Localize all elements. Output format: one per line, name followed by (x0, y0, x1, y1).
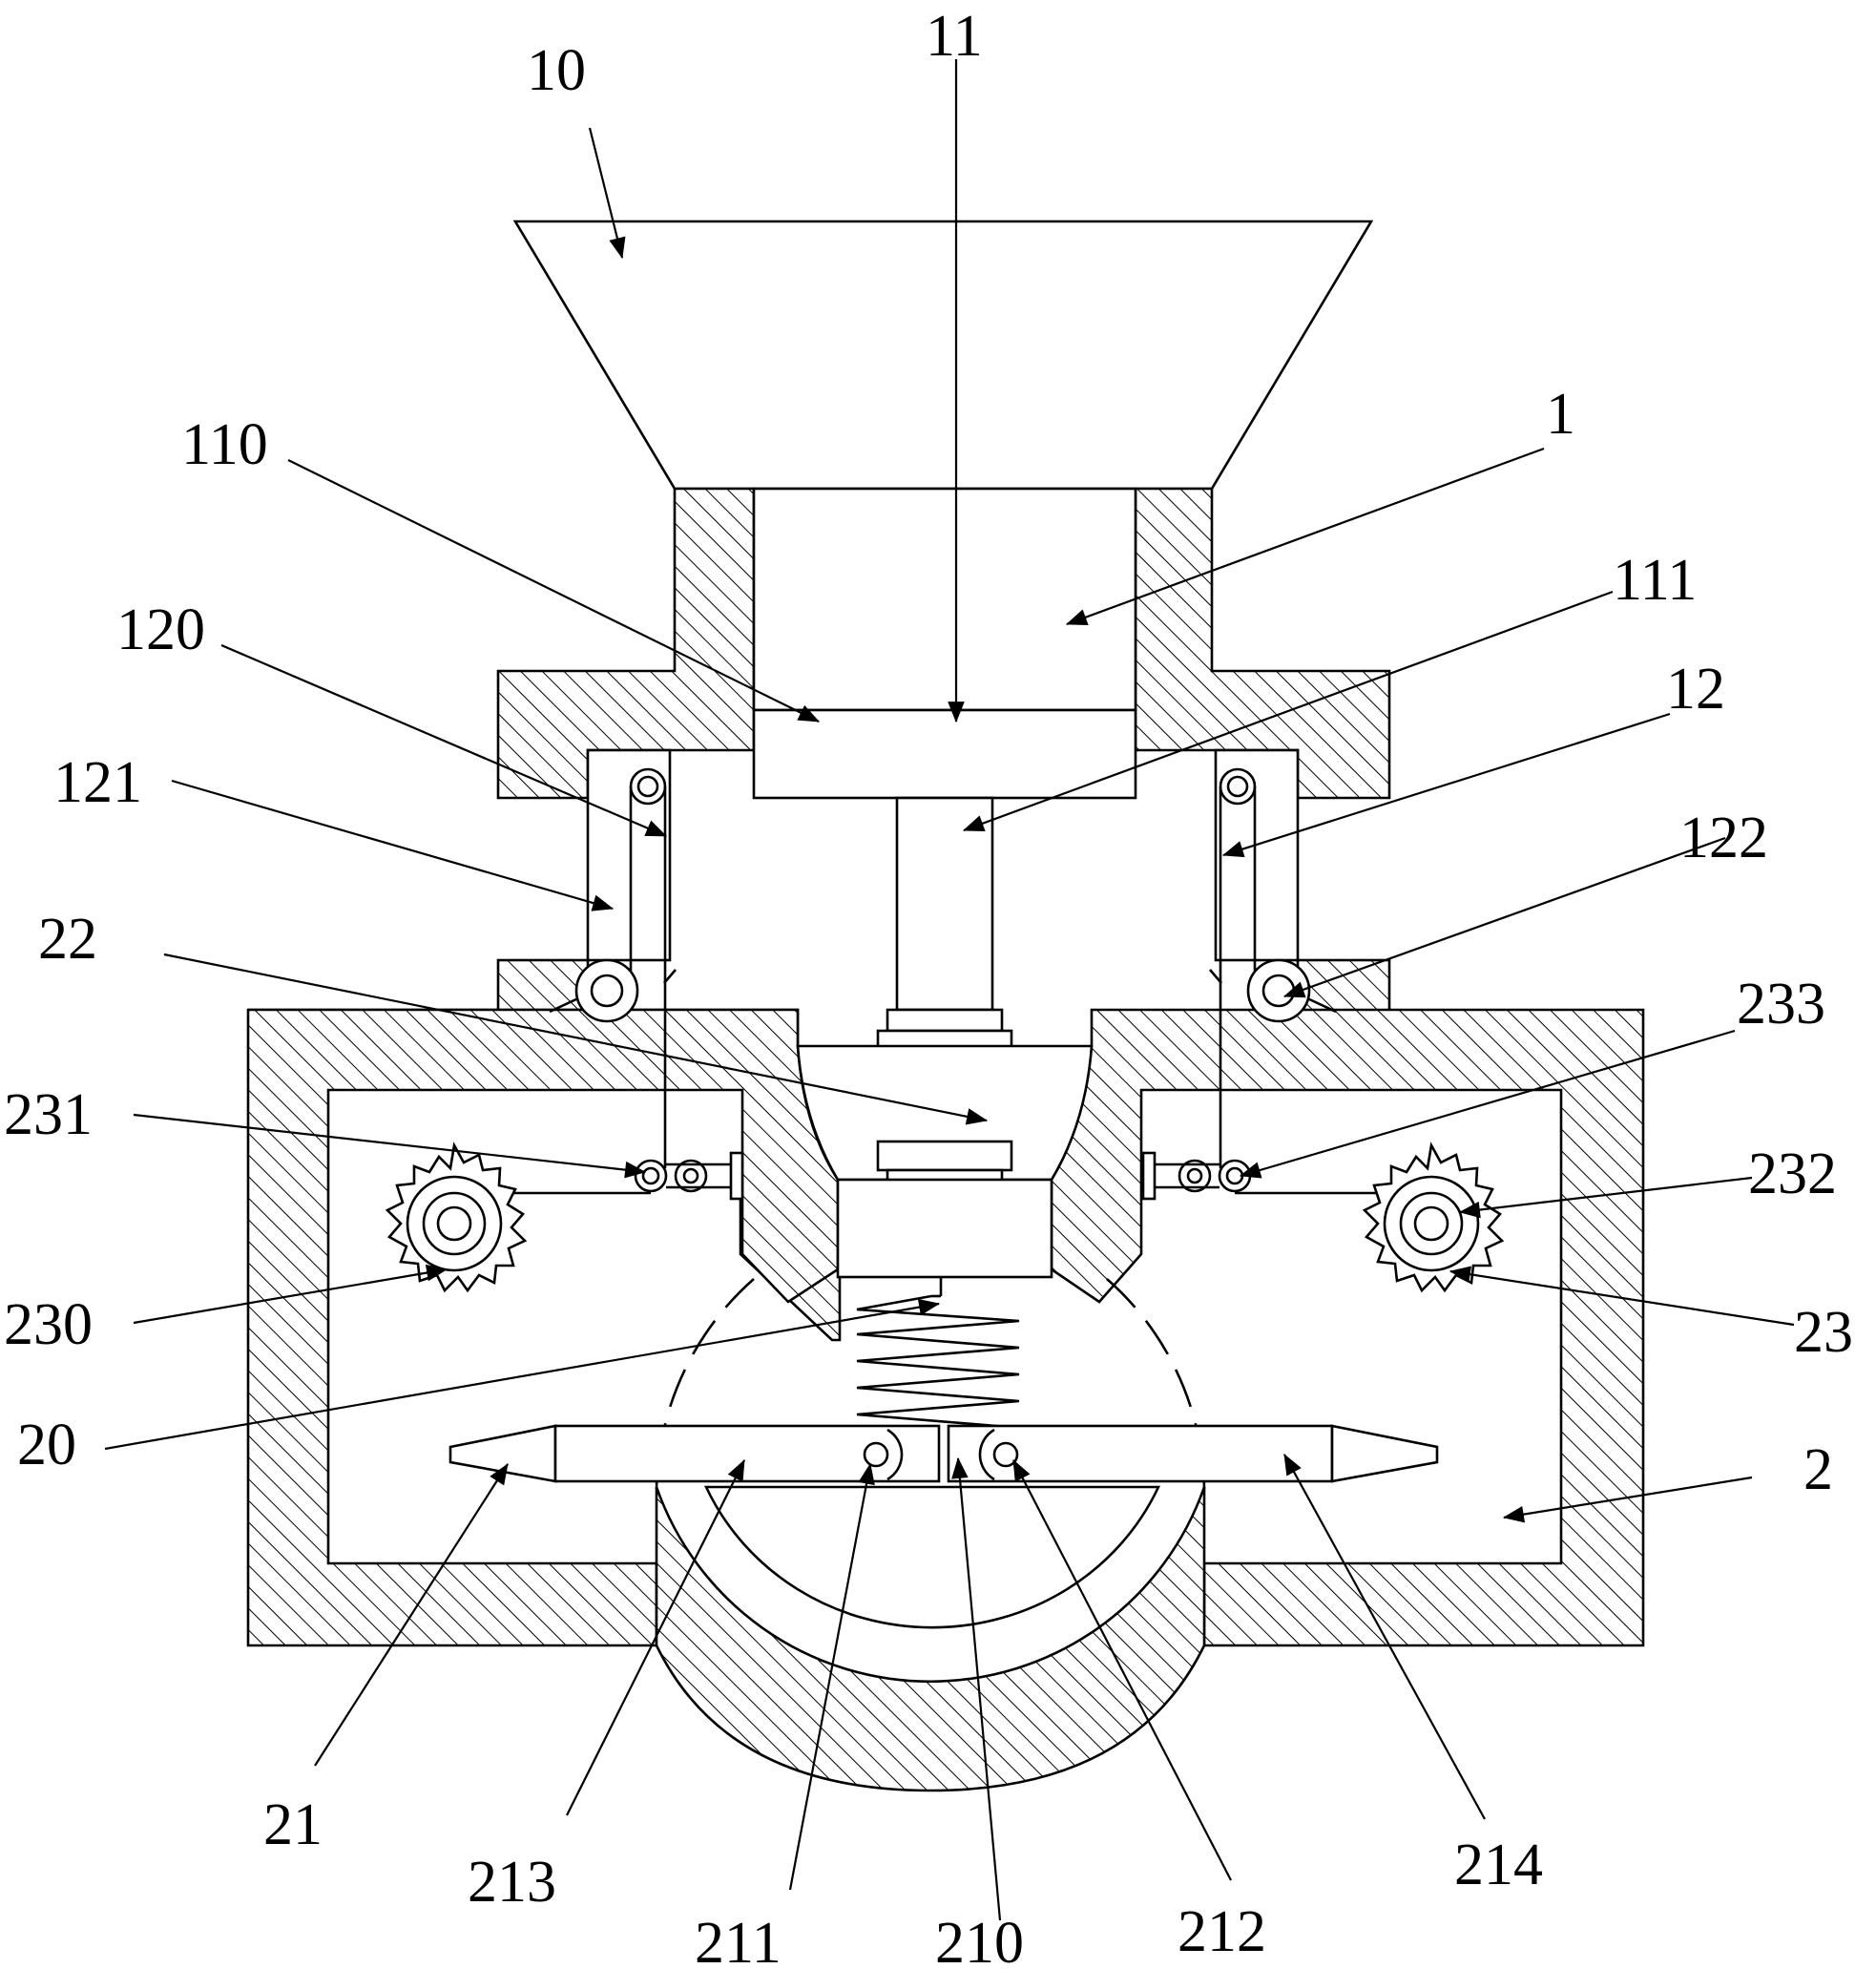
cavity-collar-1 (876, 1140, 1013, 1172)
label-10: 10 (527, 38, 586, 103)
label-232: 232 (1748, 1142, 1837, 1206)
label-122: 122 (1679, 806, 1768, 870)
piston-rod (895, 796, 994, 1012)
right-gear-icon (1363, 1143, 1504, 1292)
left-gear-icon (386, 1143, 527, 1292)
bottom-arc-shell (655, 1486, 1206, 1792)
bottom-arc-inner (703, 1485, 1161, 1629)
moving-block (836, 1178, 1053, 1279)
pressing-plate (752, 708, 1137, 800)
right-blade-tip (1330, 1424, 1439, 1483)
reference-labels: 10 11 1 110 111 120 12 121 122 22 233 23… (4, 4, 1853, 1969)
left-blade-hinge (863, 1441, 889, 1468)
left-lower-flange (496, 958, 590, 1014)
label-23: 23 (1794, 1300, 1853, 1365)
right-blade-hinge (992, 1441, 1019, 1468)
upper-housing-right (1134, 487, 1391, 800)
label-22: 22 (38, 907, 97, 972)
label-12: 12 (1666, 657, 1725, 722)
leader-lines (104, 59, 1795, 1921)
label-120: 120 (116, 597, 205, 662)
left-blade-bar (553, 1424, 941, 1483)
label-20: 20 (17, 1413, 76, 1477)
label-210: 210 (935, 1911, 1024, 1969)
label-1: 1 (1546, 382, 1575, 447)
rod-collar-upper (886, 1008, 1004, 1033)
label-211: 211 (695, 1911, 782, 1969)
upper-channel (752, 487, 1137, 712)
label-212: 212 (1178, 1899, 1266, 1964)
label-214: 214 (1454, 1833, 1543, 1897)
label-111: 111 (1613, 548, 1697, 613)
label-230: 230 (4, 1292, 93, 1357)
label-233: 233 (1737, 972, 1825, 1037)
label-21: 21 (263, 1792, 323, 1857)
hopper (512, 220, 1374, 491)
label-2: 2 (1803, 1437, 1833, 1502)
label-121: 121 (53, 750, 142, 815)
lower-housing-right (1050, 1008, 1645, 1647)
label-231: 231 (4, 1082, 93, 1147)
label-11: 11 (926, 4, 983, 69)
label-213: 213 (468, 1850, 556, 1915)
spring (856, 1294, 1020, 1430)
label-110: 110 (181, 412, 268, 477)
